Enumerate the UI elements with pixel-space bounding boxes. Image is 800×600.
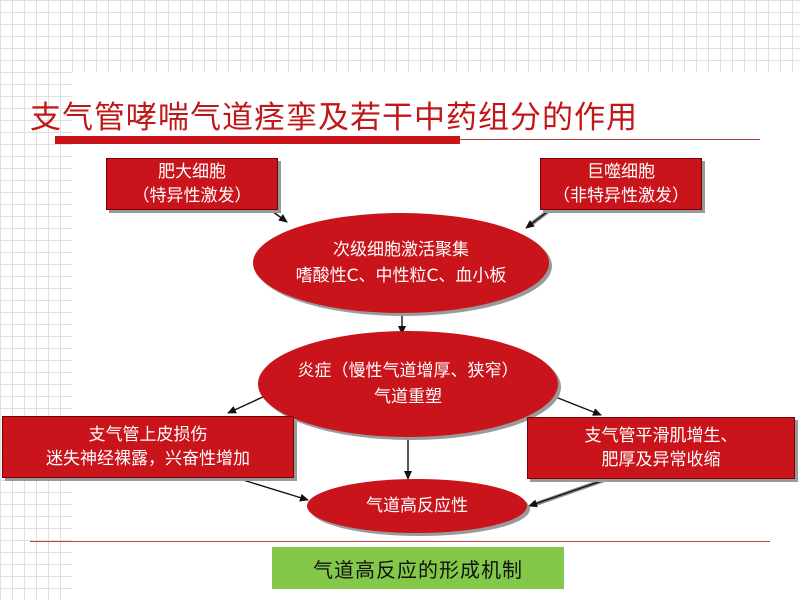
node-smooth-muscle-line1: 支气管平滑肌增生、 <box>584 426 738 446</box>
arrow-smooth-muscle-to-hyperresponsiveness <box>532 476 611 507</box>
node-mast-cell-line1: 肥大细胞 <box>158 162 226 182</box>
node-mast-cell: 肥大细胞 （特异性激发） <box>106 158 278 210</box>
node-macrophage-line1: 巨噬细胞 <box>587 162 655 182</box>
node-inflammation-line2: 气道重塑 <box>374 387 442 407</box>
slide-title: 支气管哮喘气道痉挛及若干中药组分的作用 <box>30 100 638 136</box>
title-underline-line <box>460 139 760 140</box>
grid-pattern-top <box>0 0 800 72</box>
node-hyperresponsiveness: 气道高反应性 <box>307 479 527 533</box>
bottom-divider <box>30 541 770 542</box>
node-epithelium-line1: 支气管上皮损伤 <box>88 425 208 445</box>
arrow-smooth-muscle-to-hyperresponsiveness-head <box>528 477 611 508</box>
title-underline-bar <box>55 136 460 144</box>
caption-box: 气道高反应的形成机制 <box>272 547 564 589</box>
node-epithelium: 支气管上皮损伤 迷失神经裸露，兴奋性增加 <box>2 416 294 478</box>
node-epithelium-line2: 迷失神经裸露，兴奋性增加 <box>46 449 250 469</box>
grid-pattern-left <box>0 72 72 600</box>
node-inflammation: 炎症（慢性气道增厚、狭窄） 气道重塑 <box>258 331 558 437</box>
node-inflammation-line1: 炎症（慢性气道增厚、狭窄） <box>297 361 519 381</box>
node-secondary-cells-line2: 嗜酸性C、中性粒C、血小板 <box>295 266 507 286</box>
node-macrophage: 巨噬细胞 （非特异性激发） <box>540 158 702 210</box>
arrow-epithelium-to-hyperresponsiveness <box>229 475 309 502</box>
arrow-inflammation-to-epithelium <box>227 395 266 414</box>
node-secondary-cells-line1: 次级细胞激活聚集 <box>333 240 469 260</box>
node-mast-cell-line2: （特异性激发） <box>132 186 252 206</box>
node-hyperresponsiveness-label: 气道高反应性 <box>366 496 468 516</box>
node-smooth-muscle: 支气管平滑肌增生、 肥厚及异常收缩 <box>527 417 795 479</box>
node-macrophage-line2: （非特异性激发） <box>553 186 689 206</box>
node-smooth-muscle-line2: 肥厚及异常收缩 <box>601 450 721 470</box>
arrow-inflammation-to-smooth-muscle <box>552 395 602 416</box>
node-secondary-cells: 次级细胞激活聚集 嗜酸性C、中性粒C、血小板 <box>253 213 549 313</box>
